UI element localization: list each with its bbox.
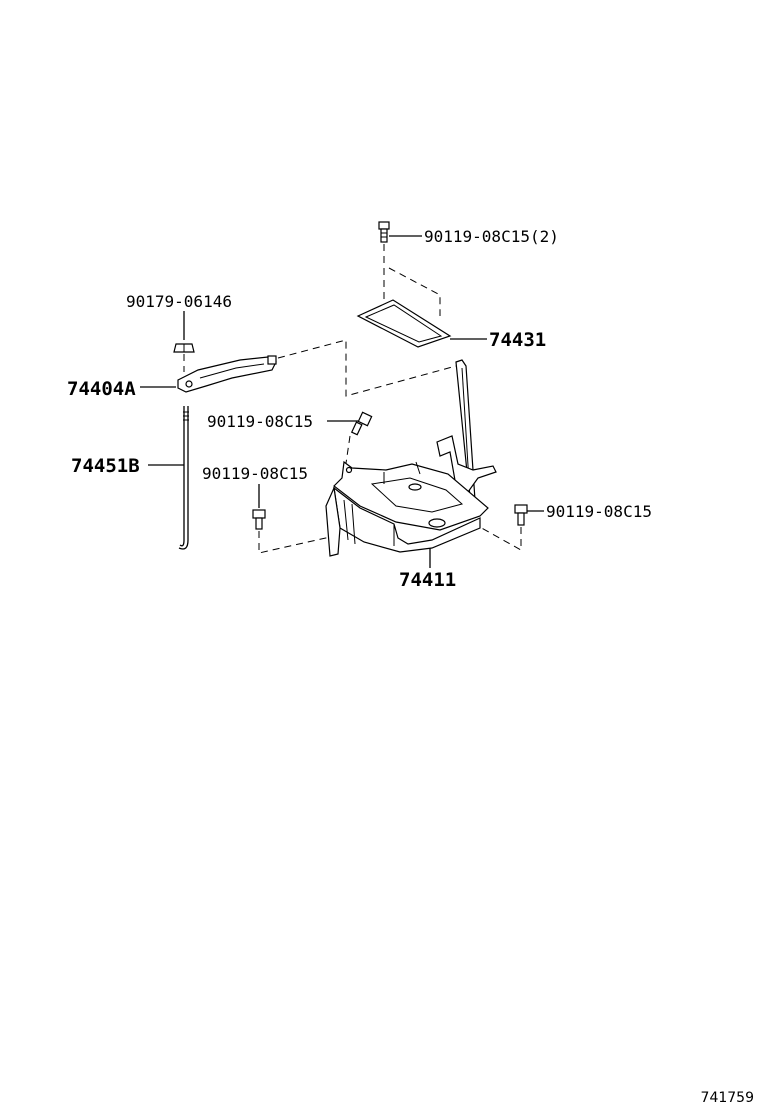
label-bolt-left[interactable]: 90119-08C15	[202, 464, 308, 483]
label-bolt-right[interactable]: 90119-08C15	[546, 502, 652, 521]
bolt-right-icon[interactable]	[514, 504, 528, 526]
label-clamp[interactable]: 74404A	[67, 378, 136, 400]
label-tray[interactable]: 74411	[399, 569, 456, 591]
dash-clamp	[277, 339, 457, 397]
dash-bolt-right	[477, 525, 522, 551]
label-bolt-top[interactable]: 90119-08C15(2)	[424, 227, 559, 246]
bolt-mid-icon[interactable]	[350, 411, 373, 436]
battery-frame-seal-icon[interactable]	[356, 299, 452, 348]
label-bolt-mid[interactable]: 90119-08C15	[207, 412, 313, 431]
label-rod[interactable]: 74451B	[71, 455, 140, 477]
battery-rod-icon[interactable]	[178, 406, 189, 550]
label-nut[interactable]: 90179-06146	[126, 292, 232, 311]
bolt-left-icon[interactable]	[252, 509, 266, 530]
diagram-id: 741759	[700, 1090, 754, 1106]
label-frame-seal[interactable]: 74431	[489, 329, 546, 351]
battery-clamp-icon[interactable]	[177, 355, 277, 393]
dash-bolt-left	[258, 531, 331, 554]
nut-icon[interactable]	[173, 343, 195, 353]
bolt-top-icon[interactable]	[378, 221, 390, 243]
battery-tray-icon[interactable]	[325, 359, 497, 557]
